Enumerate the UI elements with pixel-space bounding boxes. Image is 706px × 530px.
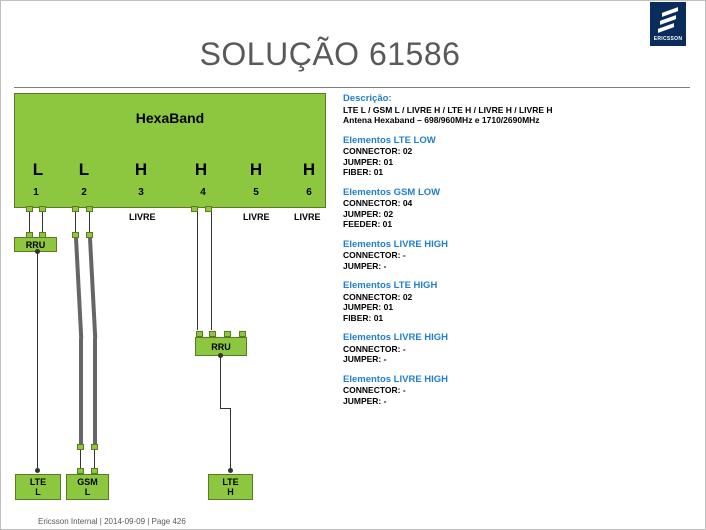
lte-high-unit-line1: LTE — [222, 477, 239, 487]
group-line: JUMPER: 01 — [343, 302, 394, 312]
group-line: CONNECTOR: 02 — [343, 291, 413, 302]
livre-label-port-6: LIVRE — [294, 212, 321, 222]
jumper-line — [211, 212, 212, 330]
feeder-connector — [86, 232, 93, 238]
port-2-letter: L — [78, 160, 90, 179]
antenna-connector — [39, 206, 46, 212]
descricao-line: Antena Hexaband – 698/960MHz e 1710/2690… — [343, 115, 540, 125]
group-line: JUMPER: 01 — [343, 156, 394, 167]
group-line: JUMPER: 02 — [343, 208, 394, 219]
lte-low-unit-line1: LTE — [29, 477, 47, 487]
fiber-dot — [35, 249, 40, 254]
lte-low-unit-line2: L — [35, 487, 41, 497]
port-2-number: 2 — [81, 187, 87, 198]
rru-connector — [209, 331, 216, 337]
feeder-connector — [72, 232, 79, 238]
port-4-number: 4 — [200, 187, 206, 198]
port-1-number: 1 — [33, 187, 39, 198]
info-group: Elementos LTE LOW CONNECTOR: 02 JUMPER: … — [343, 134, 683, 178]
port-3-number: 3 — [138, 187, 144, 198]
antenna-connector — [86, 206, 93, 212]
port-6-number: 6 — [306, 187, 312, 198]
jumper-line — [94, 450, 95, 468]
fiber-line — [230, 408, 231, 470]
group-line: FIBER: 01 — [343, 167, 384, 177]
info-group: Elementos LTE HIGH CONNECTOR: 02 JUMPER:… — [343, 280, 683, 323]
antenna-name: HexaBand — [135, 110, 205, 126]
gsm-low-unit-line2: L — [84, 487, 91, 497]
livre-label-port-3: LIVRE — [129, 212, 156, 222]
gsm-low-unit-line1: GSM — [77, 477, 98, 487]
jumper-line — [197, 212, 198, 330]
group-line: JUMPER: - — [343, 395, 387, 406]
info-group: Elementos LIVRE HIGH CONNECTOR: - JUMPER… — [343, 332, 683, 365]
unit-connector — [77, 468, 84, 474]
feeder-cable — [93, 338, 97, 444]
antenna-connector — [205, 206, 212, 212]
jumper-line — [75, 212, 76, 232]
group-line: JUMPER: - — [343, 260, 387, 271]
jumper-line — [29, 212, 30, 232]
jumper-line — [80, 450, 81, 468]
rru-connector — [224, 331, 231, 337]
livre-label-port-5: LIVRE — [243, 212, 270, 222]
group-header: Elementos LTE LOW — [343, 134, 436, 146]
rru-connector — [239, 331, 246, 337]
ericsson-logo: ERICSSON — [650, 2, 686, 46]
title-divider — [14, 87, 690, 88]
lte-high-unit-line2: H — [227, 487, 234, 497]
ericsson-logo-word: ERICSSON — [653, 36, 683, 42]
feeder-cable — [79, 338, 83, 444]
antenna-connector — [191, 206, 198, 212]
rru-low: RRU — [14, 237, 57, 252]
info-group: Elementos LIVRE HIGH CONNECTOR: - JUMPER… — [343, 238, 683, 272]
port-5-letter: H — [249, 160, 263, 179]
group-line: FIBER: 01 — [343, 312, 384, 323]
lte-low-unit: LTE L — [15, 474, 61, 500]
unit-connector — [91, 468, 98, 474]
fiber-line — [37, 252, 38, 472]
group-header: Elementos LIVRE HIGH — [343, 238, 449, 250]
fiber-dot — [35, 468, 40, 473]
fiber-line — [220, 408, 230, 409]
port-5-number: 5 — [253, 187, 259, 198]
group-header: Elementos GSM LOW — [343, 186, 441, 198]
antenna-connector — [72, 206, 79, 212]
group-line: FEEDER: 01 — [343, 219, 393, 229]
group-line: CONNECTOR: 04 — [343, 198, 413, 208]
group-header: Elementos LTE HIGH — [343, 280, 438, 291]
group-line: CONNECTOR: - — [343, 250, 406, 260]
group-header: Elementos LIVRE HIGH — [343, 373, 449, 385]
ericsson-logo-icon — [658, 7, 678, 33]
hexaband-antenna: HexaBand L L H H H H 1 2 3 4 5 6 — [14, 93, 326, 208]
gsm-low-unit: GSM L — [66, 474, 109, 500]
info-group: Elementos GSM LOW CONNECTOR: 04 JUMPER: … — [343, 186, 683, 230]
group-line: CONNECTOR: - — [343, 385, 406, 395]
jumper-line — [89, 212, 90, 232]
slide-title: SOLUÇÃO 61586 — [199, 36, 461, 72]
fiber-dot — [218, 353, 223, 358]
descricao-line: LTE L / GSM L / LIVRE H / LTE H / LIVRE … — [343, 104, 553, 115]
group-line: CONNECTOR: 02 — [343, 146, 413, 156]
rru-connector — [196, 331, 203, 337]
port-3-letter: H — [134, 160, 148, 179]
group-line: CONNECTOR: - — [343, 343, 406, 354]
port-6-letter: H — [302, 160, 316, 179]
lte-high-unit: LTE H — [208, 474, 253, 500]
info-panel: Descrição: LTE L / GSM L / LIVRE H / LTE… — [343, 93, 683, 416]
descricao-header: Descrição: — [343, 93, 392, 104]
info-group: Elementos LIVRE HIGH CONNECTOR: - JUMPER… — [343, 373, 683, 407]
jumper-line — [42, 212, 43, 232]
antenna-connector — [26, 206, 33, 212]
feeder-connector — [77, 444, 84, 450]
slide-footer: Ericsson Internal | 2014-09-09 | Page 42… — [38, 517, 186, 526]
fiber-line — [220, 356, 221, 408]
group-header: Elementos LIVRE HIGH — [343, 332, 449, 343]
group-line: JUMPER: - — [343, 354, 387, 364]
fiber-dot — [228, 468, 233, 473]
port-4-letter: H — [194, 160, 208, 179]
port-1-letter: L — [32, 160, 44, 179]
feeder-connector — [91, 444, 98, 450]
